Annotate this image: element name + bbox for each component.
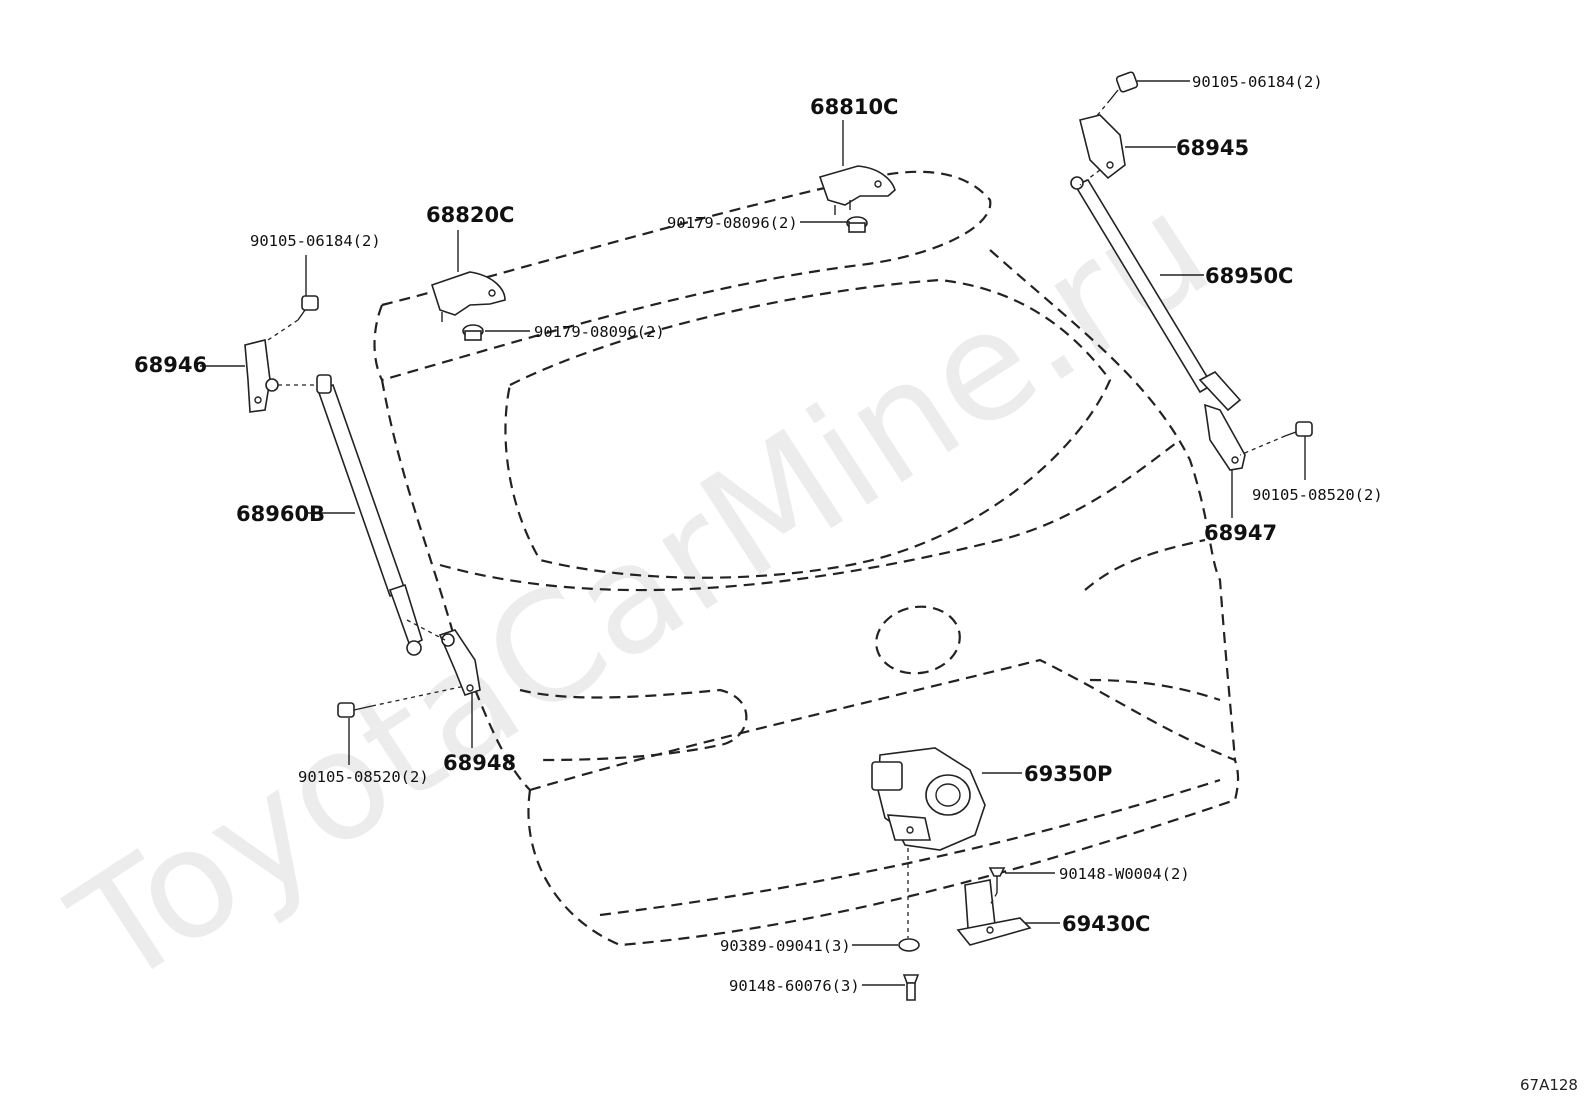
gas-strut-icon (1070, 176, 1242, 412)
callout-68946: 68946 (134, 353, 207, 377)
bolt-icon (1109, 71, 1139, 101)
washer-icon (898, 938, 920, 952)
callout-68945: 68945 (1176, 136, 1249, 160)
leader-lines (200, 80, 1306, 986)
screw-icon (902, 974, 920, 1001)
callout-68960B: 68960B (236, 502, 325, 526)
bracket-icon (244, 339, 279, 413)
bolt-icon (297, 295, 319, 321)
callout-69430C: 69430C (1062, 912, 1150, 936)
bracket-icon (438, 629, 481, 696)
fastener-90148-60076: 90148-60076(3) (729, 977, 860, 995)
callout-68947: 68947 (1204, 521, 1277, 545)
callout-68810C: 68810C (810, 95, 898, 119)
gas-strut-icon (316, 374, 423, 656)
callout-68950C: 68950C (1205, 264, 1293, 288)
fastener-90105-06184-top: 90105-06184(2) (1192, 73, 1323, 91)
diagram-code: 67A128 (1520, 1076, 1578, 1094)
bracket-icon (1204, 403, 1246, 471)
nut-icon (846, 216, 868, 233)
assembly-lines (264, 99, 1286, 938)
fastener-90389-09041: 90389-09041(3) (720, 937, 851, 955)
callout-69350P: 69350P (1024, 762, 1112, 786)
fastener-90105-08520-left: 90105-08520(2) (298, 768, 429, 786)
fastener-90179-08096-top: 90179-08096(2) (667, 214, 798, 232)
fastener-90179-08096-mid: 90179-08096(2) (534, 323, 665, 341)
lock-actuator-icon (871, 747, 986, 851)
fastener-90148-W0004: 90148-W0004(2) (1059, 865, 1190, 883)
striker-icon (956, 879, 1032, 946)
fastener-90105-08520-right: 90105-08520(2) (1252, 486, 1383, 504)
hinge-icon (818, 165, 896, 215)
bolt-icon (337, 702, 373, 718)
callout-68948: 68948 (443, 751, 516, 775)
nut-icon (462, 324, 484, 341)
fastener-90105-06184-left: 90105-06184(2) (250, 232, 381, 250)
callout-68820C: 68820C (426, 203, 514, 227)
screw-icon (988, 867, 1006, 893)
bracket-icon (1079, 114, 1126, 180)
bolt-icon (1284, 421, 1313, 437)
hinge-icon (430, 271, 506, 322)
